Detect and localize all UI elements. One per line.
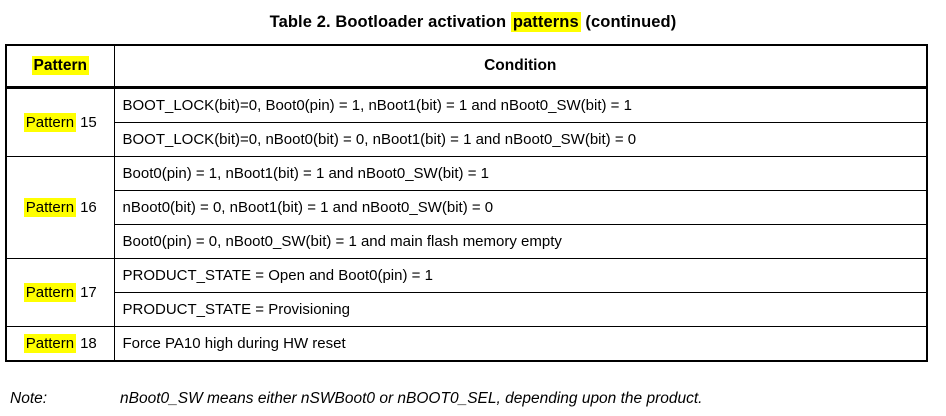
pattern-15-number: 15 <box>80 114 97 131</box>
condition-cell: PRODUCT_STATE = Provisioning <box>113 292 928 327</box>
pattern-17-number: 17 <box>80 284 97 301</box>
condition-cell: BOOT_LOCK(bit)=0, Boot0(pin) = 1, nBoot1… <box>113 87 928 123</box>
table-row: PRODUCT_STATE = Provisioning <box>6 292 928 327</box>
table-caption-suffix: (continued) <box>580 13 677 31</box>
footnote: Note: nBoot0_SW means either nSWBoot0 or… <box>10 390 940 408</box>
table-row: BOOT_LOCK(bit)=0, nBoot0(bit) = 0, nBoot… <box>6 122 928 157</box>
condition-cell: PRODUCT_STATE = Open and Boot0(pin) = 1 <box>113 258 928 293</box>
pattern-18-number: 18 <box>80 335 97 352</box>
condition-cell: Boot0(pin) = 1, nBoot1(bit) = 1 and nBoo… <box>113 156 928 191</box>
pattern-18-word: Pattern <box>23 334 77 353</box>
table-row: nBoot0(bit) = 0, nBoot1(bit) = 1 and nBo… <box>6 190 928 225</box>
table-caption: Table 2. Bootloader activation patterns … <box>0 12 946 32</box>
pattern-16-word: Pattern <box>23 198 77 217</box>
table-header-row: Pattern Condition <box>5 44 928 89</box>
column-header-condition-label: Condition <box>484 57 557 74</box>
footnote-text: nBoot0_SW means either nSWBoot0 or nBOOT… <box>120 390 703 407</box>
condition-cell: Boot0(pin) = 0, nBoot0_SW(bit) = 1 and m… <box>113 224 928 259</box>
condition-cell: BOOT_LOCK(bit)=0, nBoot0(bit) = 0, nBoot… <box>113 122 928 157</box>
column-header-condition: Condition <box>113 44 928 89</box>
footnote-label: Note: <box>10 390 48 407</box>
pattern-17-word: Pattern <box>23 283 77 302</box>
pattern-15-word: Pattern <box>23 113 77 132</box>
table-row: Boot0(pin) = 0, nBoot0_SW(bit) = 1 and m… <box>6 224 928 259</box>
column-header-pattern-label: Pattern <box>31 56 89 75</box>
table-caption-prefix: Table 2. Bootloader activation <box>269 13 511 31</box>
condition-cell: Force PA10 high during HW reset <box>113 326 928 362</box>
table-caption-highlight: patterns <box>510 12 581 32</box>
column-header-pattern: Pattern <box>5 44 115 89</box>
pattern-16-number: 16 <box>80 199 97 216</box>
condition-cell: nBoot0(bit) = 0, nBoot1(bit) = 1 and nBo… <box>113 190 928 225</box>
